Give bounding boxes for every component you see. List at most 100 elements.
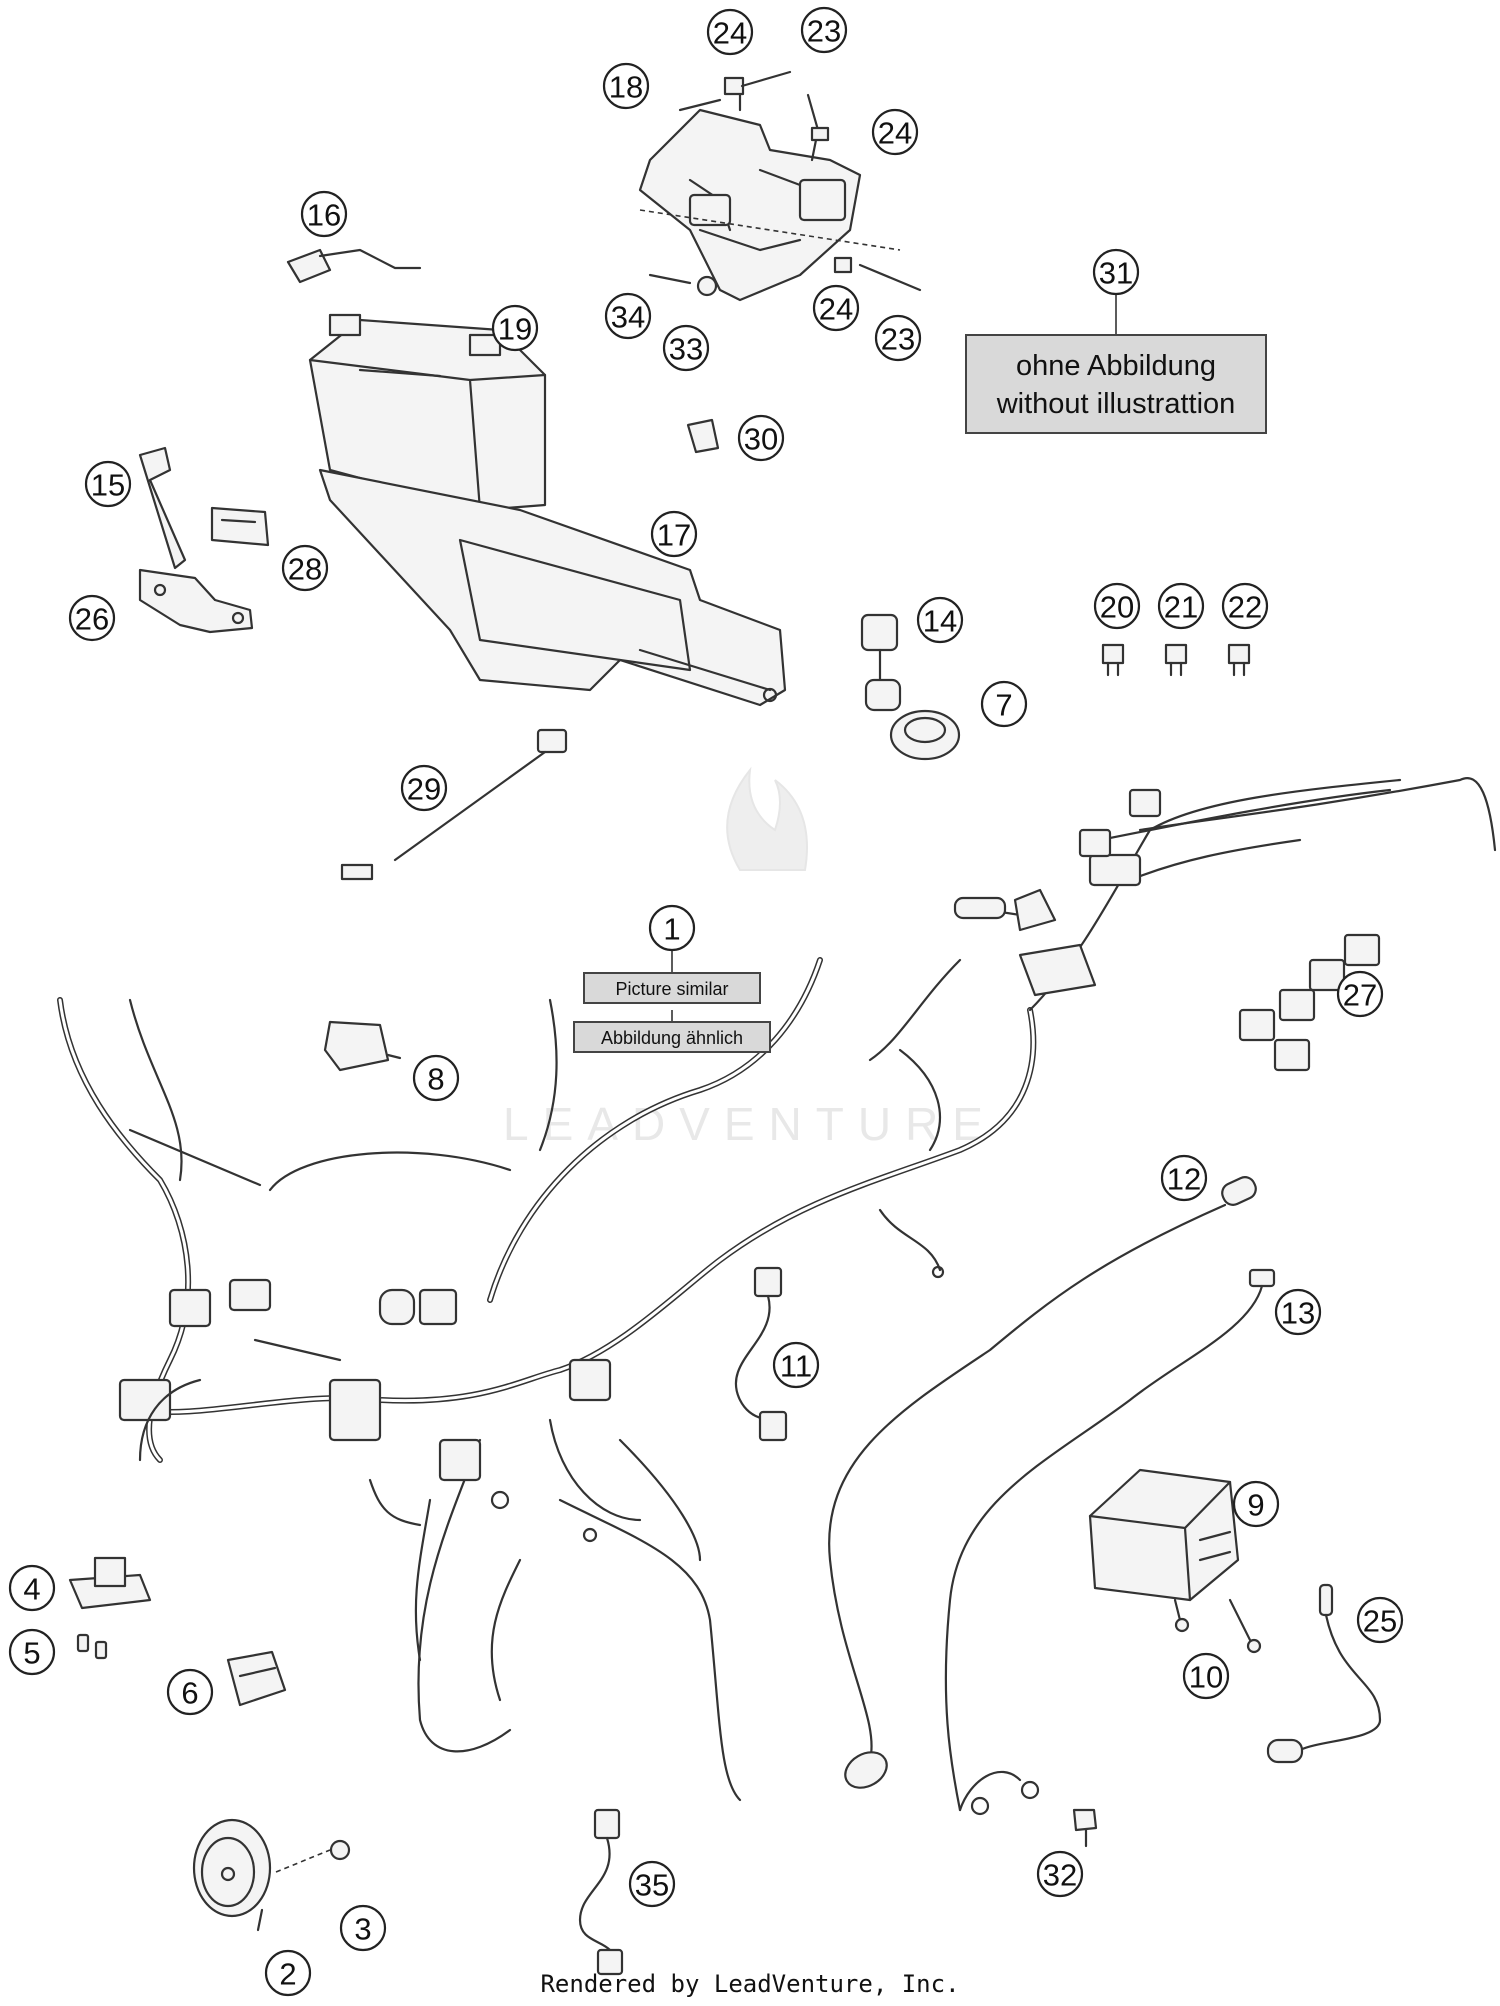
callout-number: 23 xyxy=(881,322,915,357)
socket-part-14 xyxy=(860,613,902,712)
callout-circle xyxy=(1232,1480,1280,1528)
callout-number: 8 xyxy=(427,1062,444,1097)
callout-13: 13 xyxy=(1274,1288,1322,1336)
callout-number: 15 xyxy=(91,468,125,503)
callout-number: 25 xyxy=(1363,1604,1397,1639)
cable-part-11 xyxy=(734,1266,788,1442)
callout-circle xyxy=(84,460,132,508)
callout-circle xyxy=(604,292,652,340)
callout-24a: 24 xyxy=(706,8,754,56)
callout-22: 22 xyxy=(1221,582,1269,630)
callout-34: 34 xyxy=(604,292,652,340)
battery-strap-part-16 xyxy=(286,248,422,284)
battery-part-19 xyxy=(308,313,547,512)
callout-circle xyxy=(8,1564,56,1612)
callout-5: 5 xyxy=(8,1628,56,1676)
callout-circle xyxy=(662,324,710,372)
bracket-part-15 xyxy=(138,446,187,570)
nut-part-7 xyxy=(889,709,961,761)
callout-circle xyxy=(1036,1850,1084,1898)
regulator-part-9 xyxy=(1088,1468,1240,1602)
sensor-cable-part-25 xyxy=(1266,1583,1382,1764)
callout-circle xyxy=(874,314,922,362)
callout-number: 6 xyxy=(181,1676,198,1711)
callout-circle xyxy=(648,904,696,952)
without-illustration-en: without illustrattion xyxy=(996,388,1236,420)
callout-circle xyxy=(1221,582,1269,630)
callout-32: 32 xyxy=(1036,1850,1084,1898)
callout-8: 8 xyxy=(412,1054,460,1102)
callout-circle xyxy=(980,680,1028,728)
callout-number: 11 xyxy=(780,1349,812,1384)
callout-circle xyxy=(68,594,116,642)
callout-6: 6 xyxy=(166,1668,214,1716)
wiring-harness-part-1 xyxy=(57,777,1497,1802)
callout-35: 35 xyxy=(628,1860,676,1908)
callout-number: 24 xyxy=(713,16,747,51)
callout-circle xyxy=(1182,1652,1230,1700)
callout-10: 10 xyxy=(1182,1652,1230,1700)
cable-part-12 xyxy=(828,1176,1257,1789)
callout-circle xyxy=(737,414,785,462)
callout-circle xyxy=(1092,248,1140,296)
horn-part-2 xyxy=(192,1818,272,1932)
callout-number: 19 xyxy=(498,312,532,347)
callout-circle xyxy=(650,510,698,558)
callout-circle xyxy=(772,1341,820,1389)
clip-part-30 xyxy=(686,418,720,454)
fuse-part-22 xyxy=(1227,643,1251,677)
callout-number: 21 xyxy=(1164,590,1198,625)
callout-number: 9 xyxy=(1247,1488,1264,1523)
callout-18: 18 xyxy=(602,62,650,110)
bolts-part-10 xyxy=(1173,1598,1262,1654)
callout-1: 1 xyxy=(648,904,696,952)
relay-part-8 xyxy=(323,1020,402,1072)
callout-12: 12 xyxy=(1160,1154,1208,1202)
callout-number: 27 xyxy=(1343,978,1377,1013)
cable-part-35 xyxy=(578,1808,624,1976)
callout-circle xyxy=(1160,1154,1208,1202)
callout-circle xyxy=(602,62,650,110)
callout-circle xyxy=(1356,1596,1404,1644)
callout-23a: 23 xyxy=(800,6,848,54)
clip-part-28 xyxy=(210,506,270,547)
callout-31: 31 xyxy=(1092,248,1140,296)
watermark: LEADVENTURE xyxy=(503,766,983,1150)
callout-circle xyxy=(281,544,329,592)
callout-circle xyxy=(628,1860,676,1908)
callout-24c: 24 xyxy=(812,284,860,332)
bracket-part-4 xyxy=(68,1556,152,1610)
callout-number: 23 xyxy=(807,14,841,49)
callout-number: 29 xyxy=(407,772,441,807)
callout-number: 28 xyxy=(288,552,322,587)
callout-7: 7 xyxy=(980,680,1028,728)
callout-circle xyxy=(491,304,539,352)
callout-number: 4 xyxy=(23,1572,40,1607)
callout-circle xyxy=(339,1904,387,1952)
callout-circle xyxy=(264,1949,312,1997)
callout-circle xyxy=(1336,970,1384,1018)
callout-circle xyxy=(800,6,848,54)
callout-33: 33 xyxy=(662,324,710,372)
callout-26: 26 xyxy=(68,594,116,642)
callout-number: 7 xyxy=(995,688,1012,723)
callout-number: 12 xyxy=(1167,1162,1201,1197)
bracket-plate-part-26 xyxy=(138,568,254,634)
callout-circle xyxy=(812,284,860,332)
callout-number: 18 xyxy=(609,70,643,105)
callout-15: 15 xyxy=(84,460,132,508)
callout-16: 16 xyxy=(300,190,348,238)
callout-circle xyxy=(166,1668,214,1716)
cable-part-13 xyxy=(944,1268,1276,1816)
callout-number: 17 xyxy=(657,518,691,553)
callout-17: 17 xyxy=(650,510,698,558)
relay-part-6 xyxy=(226,1650,287,1707)
callout-9: 9 xyxy=(1232,1480,1280,1528)
callout-number: 35 xyxy=(635,1868,669,1903)
callout-number: 34 xyxy=(611,300,645,335)
callout-number: 14 xyxy=(923,604,957,639)
callout-3: 3 xyxy=(339,1904,387,1952)
callout-circle xyxy=(871,108,919,156)
